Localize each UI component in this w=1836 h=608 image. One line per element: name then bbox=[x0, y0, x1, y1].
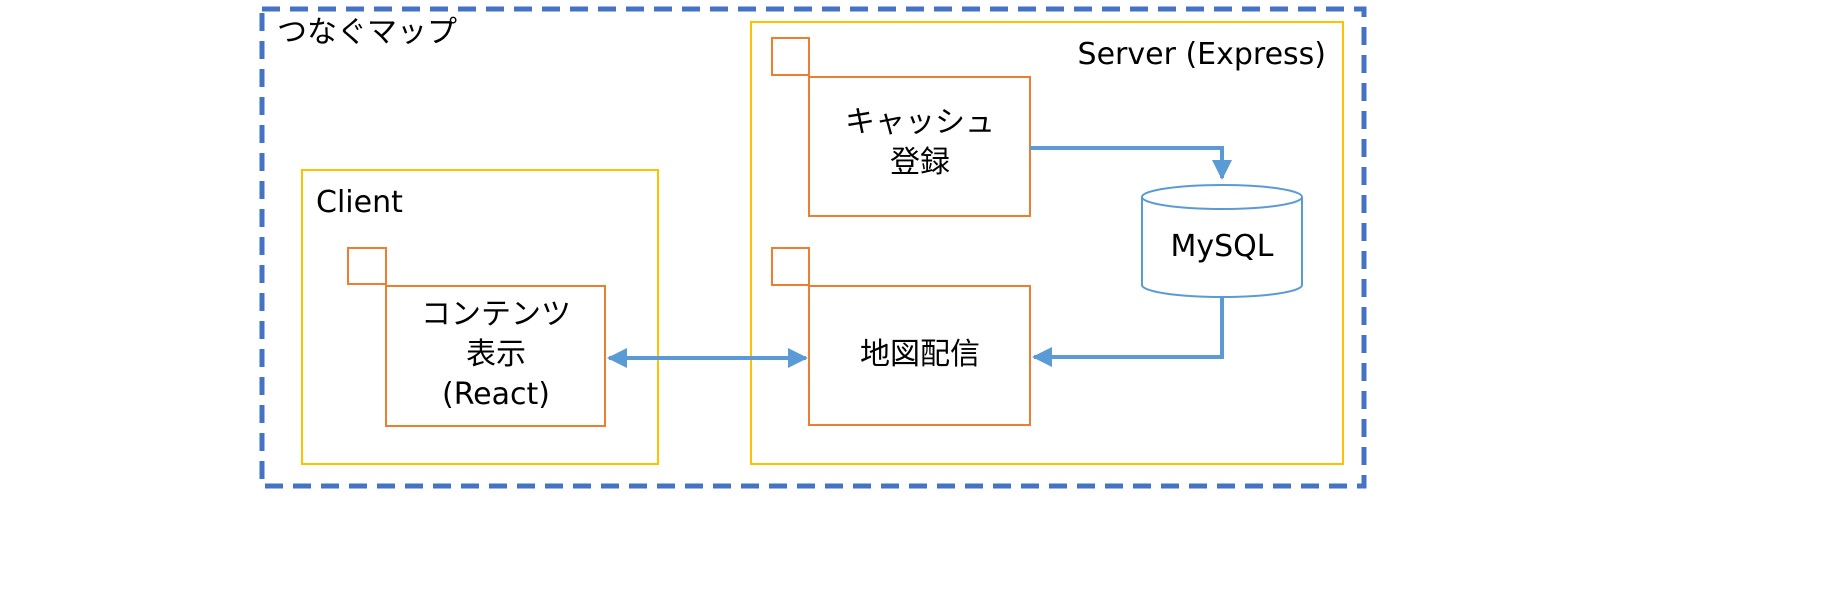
server-container bbox=[750, 21, 1344, 465]
client-component-tab bbox=[347, 247, 387, 285]
cache-register-label-line2: 登録 bbox=[890, 145, 950, 180]
map-component-tab bbox=[771, 247, 810, 286]
content-display-component bbox=[385, 285, 606, 427]
content-display-label-line3: (React) bbox=[442, 377, 550, 412]
system-title: つなぐマップ bbox=[277, 15, 457, 50]
database-to-map-arrow bbox=[1032, 298, 1224, 367]
map-delivery-component bbox=[808, 285, 1031, 426]
server-title: Server (Express) bbox=[1078, 37, 1326, 72]
cache-to-database-arrow bbox=[1030, 146, 1232, 180]
content-display-label-line1: コンテンツ bbox=[421, 297, 571, 332]
content-display-label-line2: 表示 bbox=[466, 337, 526, 372]
system-boundary bbox=[259, 6, 1367, 489]
map-delivery-label: 地図配信 bbox=[860, 337, 980, 372]
cache-component-tab bbox=[771, 37, 810, 76]
database-label: MySQL bbox=[1170, 229, 1273, 264]
database-cylinder bbox=[1141, 184, 1303, 298]
cache-register-label-line1: キャッシュ bbox=[845, 105, 995, 140]
client-container bbox=[301, 169, 659, 465]
client-title: Client bbox=[316, 185, 403, 220]
